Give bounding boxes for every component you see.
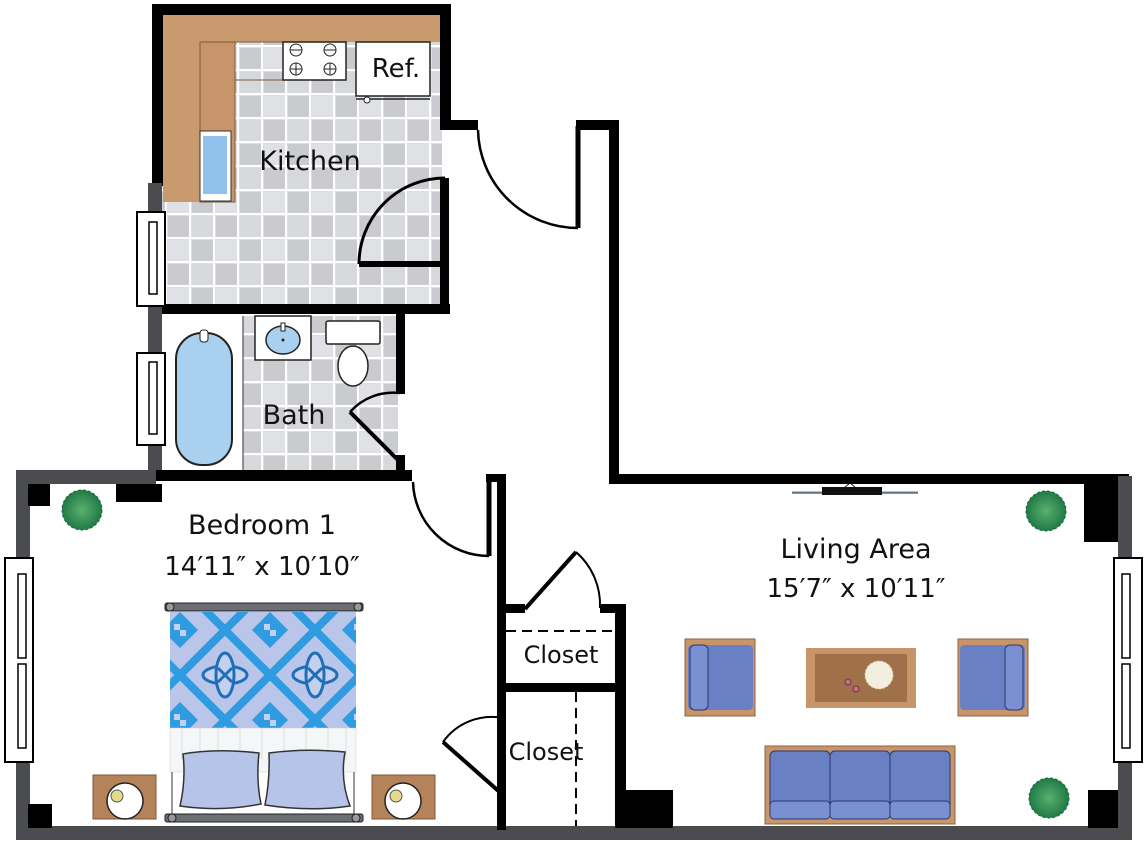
bedroom-dimensions: 14′11″ x 10′10″ xyxy=(164,552,360,582)
coffee-table-icon xyxy=(806,648,916,708)
window-living xyxy=(1113,557,1143,763)
window-bedroom xyxy=(4,557,34,763)
kitchen-door-swing xyxy=(357,176,446,265)
window-kitchen xyxy=(136,211,166,307)
plant-icon xyxy=(1025,490,1067,532)
sofa-icon xyxy=(764,745,956,825)
closet-lower: Closet xyxy=(441,692,584,830)
closet-lower-label: Closet xyxy=(509,738,584,766)
plant-icon xyxy=(1028,777,1070,819)
bath-sink-icon xyxy=(254,315,312,361)
tv-icon xyxy=(792,482,918,495)
bedroom-label: Bedroom 1 xyxy=(188,510,336,541)
bath-room: Bath xyxy=(162,315,402,474)
armchair-right-icon xyxy=(957,638,1029,717)
armchair-left-icon xyxy=(684,638,756,717)
toilet-icon xyxy=(325,320,381,387)
kitchen-room: Ref. Kitchen xyxy=(160,10,446,308)
living-dimensions: 15′7″ x 10′11″ xyxy=(767,574,946,604)
kitchen-label: Kitchen xyxy=(259,146,360,177)
entry-door xyxy=(476,126,581,230)
bedroom-1: Bedroom 1 14′11″ x 10′10″ xyxy=(61,476,492,823)
stove-icon xyxy=(282,41,347,81)
nightstand-right-icon xyxy=(371,774,436,820)
bath-door-swing xyxy=(349,391,401,413)
bath-label: Bath xyxy=(263,400,326,431)
refrigerator-icon: Ref. xyxy=(355,41,431,104)
nightstand-left-icon xyxy=(92,774,157,820)
living-label: Living Area xyxy=(781,534,932,565)
closet-upper-label: Closet xyxy=(524,641,599,669)
living-area: Living Area 15′7″ x 10′11″ xyxy=(684,482,1070,825)
refrigerator-label: Ref. xyxy=(372,54,420,84)
bedroom-door-swing xyxy=(411,481,490,558)
closet-upper: Closet xyxy=(506,550,614,669)
plant-icon xyxy=(61,489,103,531)
window-bath xyxy=(136,352,166,446)
bathtub-icon xyxy=(175,329,233,466)
bed-icon xyxy=(164,602,364,823)
